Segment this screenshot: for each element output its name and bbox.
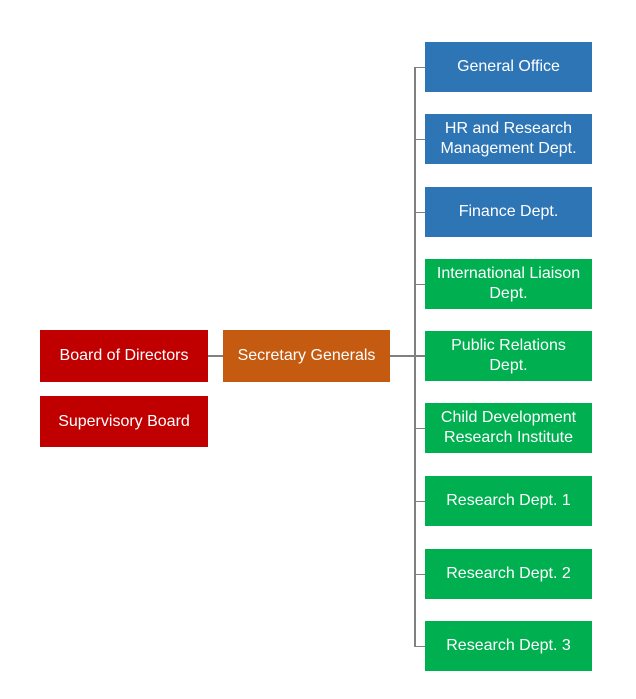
connector-stub-international-liaison [414,283,425,285]
node-label: Supervisory Board [58,412,190,430]
node-board-of-directors: Board of Directors [40,330,208,382]
node-public-relations-dept: Public Relations Dept. [425,331,592,381]
node-child-development-research-institute: Child Development Research Institute [425,403,592,453]
connector-trunk-vertical [414,66,416,647]
node-label: General Office [457,58,560,75]
node-label: Finance Dept. [458,203,559,220]
node-research-dept-1: Research Dept. 1 [425,476,592,526]
node-research-dept-2: Research Dept. 2 [425,549,592,599]
node-label: Research Dept. 3 [446,637,571,654]
node-label: Board of Directors [59,347,189,364]
node-hr-research-management-dept: HR and Research Management Dept. [425,114,592,164]
connector-stub-hr-research [414,138,425,140]
connector-stub-research-2 [414,573,425,575]
node-general-office: General Office [425,42,592,92]
node-label: Public Relations Dept. [451,337,566,374]
connector-stub-research-3 [414,645,425,647]
node-supervisory-board: Supervisory Board [40,396,208,447]
connector-stub-research-1 [414,500,425,502]
connector-board-to-secretary [208,355,223,357]
node-label: Research Dept. 1 [446,492,571,509]
connector-stub-child-development [414,427,425,429]
node-label: HR and Research Management Dept. [440,120,577,157]
node-research-dept-3: Research Dept. 3 [425,621,592,671]
connector-stub-finance [414,211,425,213]
node-label: Research Dept. 2 [446,565,571,582]
node-label: Child Development Research Institute [440,409,577,446]
node-finance-dept: Finance Dept. [425,187,592,237]
node-secretary-generals: Secretary Generals [223,330,390,382]
node-international-liaison-dept: International Liaison Dept. [425,259,592,309]
node-label: International Liaison Dept. [436,265,581,302]
connector-secretary-to-trunk [390,355,425,357]
node-label: Secretary Generals [237,347,376,364]
connector-stub-general-office [414,66,425,68]
